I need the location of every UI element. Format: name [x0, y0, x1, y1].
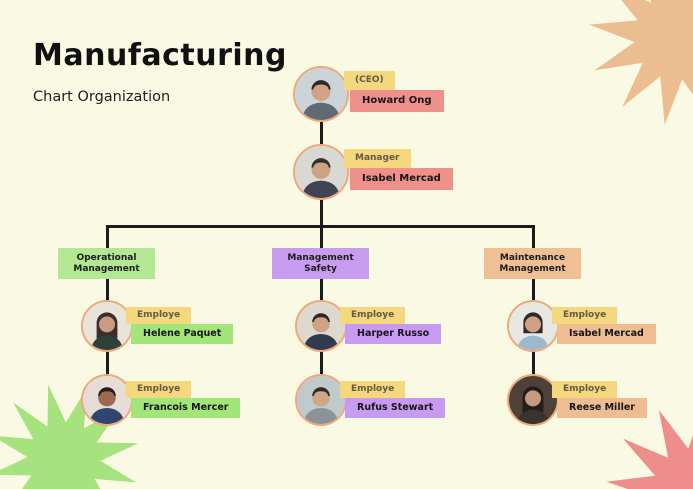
department-box-operational: Operational Management [58, 248, 155, 279]
person-avatar-icon [297, 302, 345, 350]
employee-node: Employe Isabel Mercad [507, 300, 692, 356]
employee-role-tag: Employe [126, 307, 192, 324]
connector-drop-safety [320, 225, 323, 250]
employee-role-tag: Employe [552, 307, 618, 324]
employee-node: Employe Reese Miller [507, 374, 692, 430]
employee-photo [295, 374, 347, 426]
employee-role-tag: Employe [126, 381, 192, 398]
person-avatar-icon [297, 376, 345, 424]
department-label-line1: Management [287, 252, 354, 263]
connector-col2-b [320, 348, 323, 376]
employee-name-tag: Reese Miller [557, 398, 647, 418]
department-label-line1: Operational [76, 252, 137, 263]
department-label-line2: Management [73, 263, 140, 274]
employee-name-tag: Isabel Mercad [557, 324, 656, 344]
connector-col3-a [532, 277, 535, 303]
employee-role-tag: Employe [340, 307, 406, 324]
person-avatar-icon [295, 146, 347, 198]
ceo-photo [293, 66, 349, 122]
manager-name-tag: Isabel Mercad [350, 168, 453, 190]
manager-node: Manager Isabel Mercad [293, 144, 478, 200]
connector-drop-maintenance [532, 225, 535, 250]
person-avatar-icon [509, 376, 557, 424]
employee-name-tag: Harper Russo [345, 324, 442, 344]
department-box-safety: Management Safety [272, 248, 369, 279]
employee-node: Employe Rufus Stewart [295, 374, 480, 430]
ceo-node: (CEO) Howard Ong [293, 66, 478, 122]
employee-node: Employe Harper Russo [295, 300, 480, 356]
department-label-line2: Management [499, 263, 566, 274]
page-title: Manufacturing [33, 38, 287, 73]
manager-photo [293, 144, 349, 200]
employee-photo [81, 374, 133, 426]
employee-node: Employe Helene Paquet [81, 300, 266, 356]
manager-role-tag: Manager [344, 149, 411, 168]
ceo-name-tag: Howard Ong [350, 90, 444, 112]
employee-photo [507, 300, 559, 352]
starburst-icon-top-right [588, 0, 693, 126]
person-avatar-icon [83, 302, 131, 350]
connector-col1-b [106, 348, 109, 376]
employee-name-tag: Francois Mercer [131, 398, 241, 418]
employee-photo [507, 374, 559, 426]
connector-col3-b [532, 348, 535, 376]
connector-manager-down [320, 194, 323, 227]
employee-photo [295, 300, 347, 352]
department-box-maintenance: Maintenance Management [484, 248, 581, 279]
employee-name-tag: Helene Paquet [131, 324, 234, 344]
employee-role-tag: Employe [340, 381, 406, 398]
department-label-line1: Maintenance [499, 252, 566, 263]
connector-col1-a [106, 277, 109, 303]
connector-drop-operational [106, 225, 109, 250]
person-avatar-icon [83, 376, 131, 424]
department-label-line2: Safety [304, 263, 337, 274]
page-subtitle: Chart Organization [33, 89, 171, 105]
employee-photo [81, 300, 133, 352]
connector-col2-a [320, 277, 323, 303]
employee-name-tag: Rufus Stewart [345, 398, 446, 418]
person-avatar-icon [509, 302, 557, 350]
header: Manufacturing Chart Organization [33, 38, 287, 105]
person-avatar-icon [295, 68, 347, 120]
ceo-role-tag: (CEO) [344, 71, 395, 90]
employee-role-tag: Employe [552, 381, 618, 398]
employee-node: Employe Francois Mercer [81, 374, 266, 430]
connector-ceo-manager [320, 116, 323, 148]
